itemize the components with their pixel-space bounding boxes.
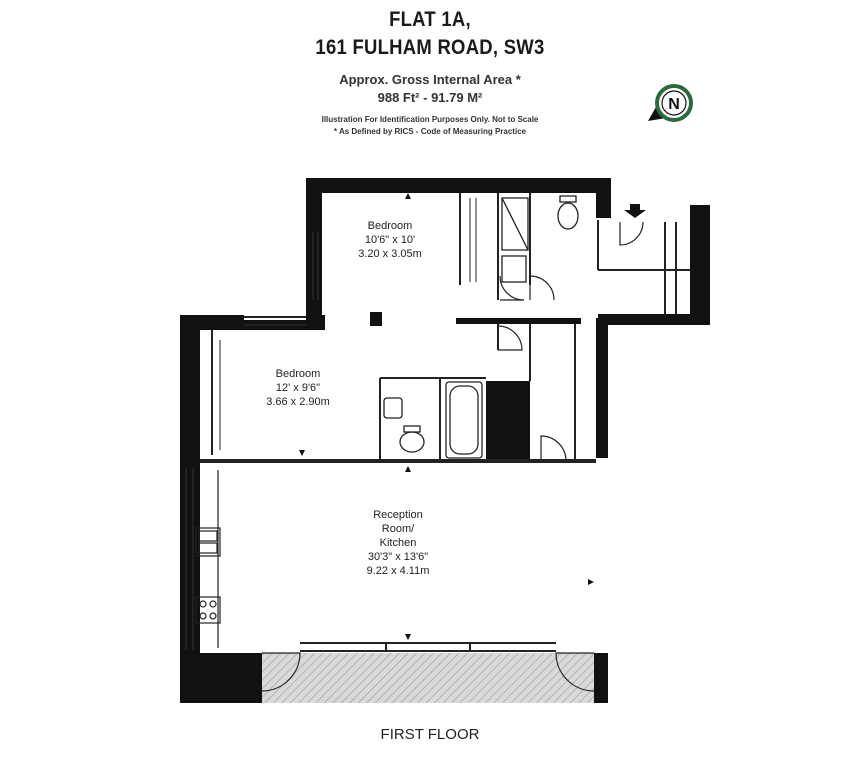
reception-name-2: Room/ xyxy=(382,523,415,535)
fixtures xyxy=(383,195,579,459)
disclaimer-note: Illustration For Identification Purposes… xyxy=(321,115,539,124)
area-label: Approx. Gross Internal Area * xyxy=(339,72,521,87)
wardrobe xyxy=(219,198,477,450)
floor-label: FIRST FLOOR xyxy=(380,726,480,743)
balcony xyxy=(262,653,594,703)
doors xyxy=(261,221,644,692)
bedroom1-imperial: 10'6" x 10' xyxy=(365,234,415,246)
walls xyxy=(180,178,710,703)
interior-walls xyxy=(185,193,690,652)
light-markers xyxy=(299,193,594,640)
reception-metric: 9.22 x 4.11m xyxy=(367,565,430,577)
compass-icon: N xyxy=(648,84,693,122)
rics-note: * As Defined by RICS - Code of Measuring… xyxy=(333,127,527,136)
bedroom1-name: Bedroom xyxy=(368,220,413,232)
title-line-2: 161 FULHAM ROAD, SW3 xyxy=(315,36,545,59)
kitchen-units xyxy=(195,470,221,648)
bedroom2-imperial: 12' x 9'6" xyxy=(276,382,320,394)
bedroom2-name: Bedroom xyxy=(276,368,321,380)
entrance-arrow-icon xyxy=(624,204,646,218)
title-line-1: FLAT 1A, xyxy=(389,8,471,31)
bedroom1-metric: 3.20 x 3.05m xyxy=(358,248,422,260)
bedroom2-metric: 3.66 x 2.90m xyxy=(266,396,330,408)
compass-letter: N xyxy=(668,96,680,113)
reception-name-1: Reception xyxy=(373,509,423,521)
reception-name-3: Kitchen xyxy=(380,537,417,549)
reception-imperial: 30'3" x 13'6" xyxy=(368,551,428,563)
area-value: 988 Ft² - 91.79 M² xyxy=(377,90,483,105)
